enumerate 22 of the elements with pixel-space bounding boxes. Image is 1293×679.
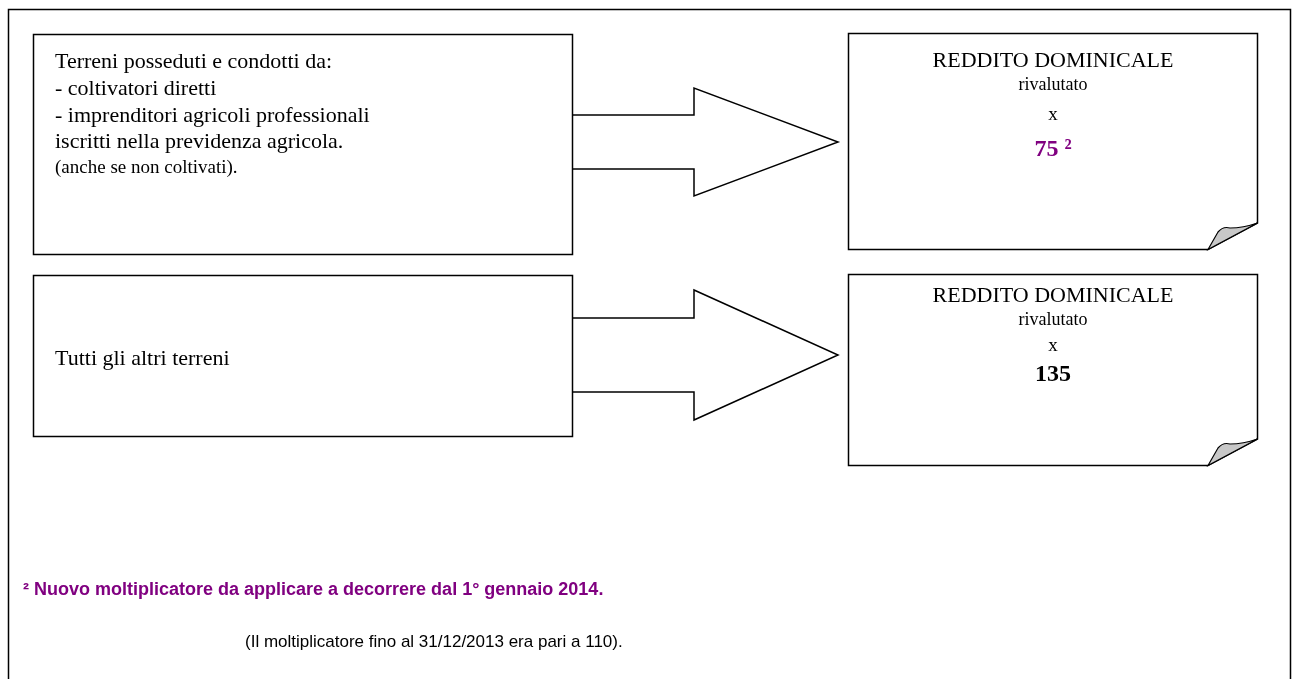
box-heading: REDDITO DOMINICALE bbox=[931, 47, 1175, 73]
note-text: (Il moltiplicatore fino al 31/12/2013 era pari a 110). bbox=[245, 632, 623, 652]
page-curl-box bbox=[848, 274, 1258, 466]
block-arrow bbox=[572, 288, 840, 422]
text-box bbox=[33, 275, 573, 437]
box-text: x bbox=[1047, 334, 1059, 356]
box-text: (anche se non coltivati). bbox=[55, 155, 239, 179]
box-heading: REDDITO DOMINICALE bbox=[931, 282, 1175, 308]
box-text: 75 ² bbox=[1033, 134, 1073, 163]
box-text: iscritti nella previdenza agricola. bbox=[55, 128, 345, 156]
box-text: rivalutato bbox=[1017, 74, 1089, 95]
box-text: - coltivatori diretti bbox=[55, 74, 218, 102]
box-text: rivalutato bbox=[1017, 309, 1089, 330]
box-text: Terreni posseduti e condotti da: bbox=[55, 48, 334, 75]
footnote: ² Nuovo moltiplicatore da applicare a decorrere dal 1° gennaio 2014. bbox=[23, 579, 604, 600]
box-text: 135 bbox=[1034, 359, 1072, 388]
page-curl-box bbox=[848, 33, 1258, 250]
box-text: x bbox=[1047, 103, 1059, 125]
box-text: Tutti gli altri terreni bbox=[55, 345, 231, 372]
text-box bbox=[33, 34, 573, 255]
box-text: - imprenditori agricoli professionali bbox=[55, 101, 371, 129]
block-arrow bbox=[572, 86, 841, 198]
